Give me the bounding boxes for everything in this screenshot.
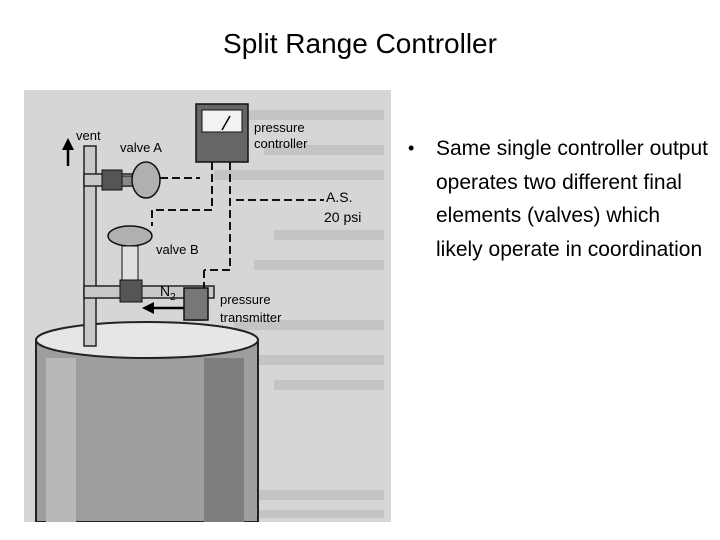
- valve-b: [107, 225, 153, 303]
- pressure-transmitter-label-2: transmitter: [220, 310, 282, 325]
- signal-lines: [151, 162, 324, 288]
- bullet-list: • Same single controller output operates…: [408, 132, 708, 266]
- valve-a-label: valve A: [120, 140, 162, 155]
- air-supply-label-1: A.S.: [326, 189, 352, 205]
- nitrogen-label: N2: [160, 283, 176, 303]
- valve-b-label: valve B: [156, 242, 199, 257]
- nitrogen-arrow-icon: [142, 302, 184, 314]
- valve-b-line: [83, 285, 215, 299]
- bullet-text: Same single controller output operates t…: [436, 137, 708, 261]
- valve-a: [101, 161, 161, 199]
- bullet-item: • Same single controller output operates…: [408, 132, 708, 266]
- pressure-transmitter-label-1: pressure: [220, 292, 271, 307]
- nitrogen-subscript: 2: [170, 292, 176, 303]
- tank: [35, 321, 259, 522]
- split-range-process-diagram: vent valve A valve B pressure controller…: [24, 90, 391, 522]
- pressure-transmitter: [183, 287, 209, 321]
- pressure-controller-label-2: controller: [254, 136, 308, 151]
- pressure-controller-label-1: pressure: [254, 120, 305, 135]
- nitrogen-symbol: N: [160, 283, 170, 299]
- pressure-controller: [195, 103, 249, 163]
- vent-label: vent: [76, 128, 101, 143]
- bullet-dot-icon: •: [408, 138, 415, 158]
- air-supply-label-2: 20 psi: [324, 209, 361, 225]
- vent-arrow-icon: [62, 138, 74, 166]
- slide-title: Split Range Controller: [223, 28, 497, 59]
